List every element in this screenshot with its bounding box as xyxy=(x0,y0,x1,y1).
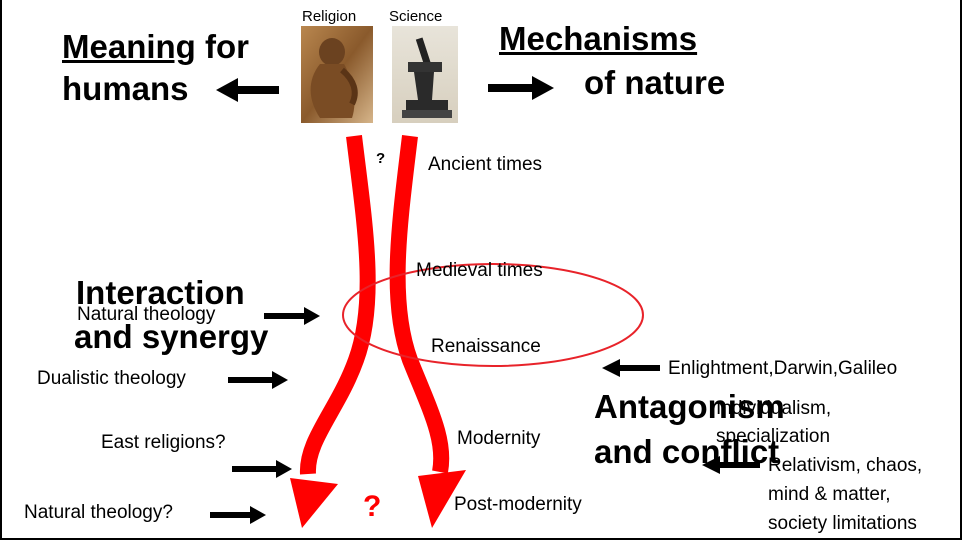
arrow-natural-theology xyxy=(264,307,320,325)
arrow-natural-theology-q xyxy=(210,506,266,524)
arrow-east-religions xyxy=(232,460,292,478)
label-natural-theology-question: Natural theology? xyxy=(24,502,173,523)
religion-curve xyxy=(290,135,376,528)
label-post-modernity: Post-modernity xyxy=(454,494,582,515)
antagonism-title-line1: Antagonism xyxy=(594,388,785,425)
arrow-enlightment xyxy=(602,359,660,377)
interaction-ellipse xyxy=(342,263,644,367)
religion-curve-arrowhead xyxy=(290,478,338,528)
label-individualism-2: specialization xyxy=(716,426,831,447)
arrow-dualistic-theology xyxy=(228,371,288,389)
antagonism-title-line2: and conflict xyxy=(594,433,780,470)
arrow-relativism xyxy=(702,456,760,474)
meaning-title-line1: Meaning for xyxy=(62,28,249,66)
label-individualism-1: Individualism, xyxy=(716,398,832,419)
mechanisms-title-line1: Mechanisms xyxy=(499,20,698,57)
meaning-word: Meaning xyxy=(62,28,196,65)
right-arrow-mechanisms xyxy=(488,76,554,100)
label-ancient-times: Ancient times xyxy=(428,154,543,175)
interaction-title-line2: and synergy xyxy=(74,318,269,355)
mechanisms-title-line2: of nature xyxy=(584,64,726,101)
science-curve xyxy=(389,135,466,528)
label-enlightment: Enlightment,Darwin,Galileo xyxy=(668,358,898,379)
question-mark-small: ? xyxy=(376,150,386,167)
label-relativism-3: society limitations xyxy=(768,513,917,534)
science-curve-arrowhead xyxy=(418,470,466,528)
science-label: Science xyxy=(389,8,443,25)
label-medieval-times: Medieval times xyxy=(416,260,543,281)
label-renaissance: Renaissance xyxy=(431,336,541,357)
religion-label: Religion xyxy=(302,8,357,25)
label-relativism-2: mind & matter, xyxy=(768,484,891,505)
meaning-for-word: for xyxy=(195,28,250,65)
religion-image xyxy=(301,26,373,123)
interaction-title-line1: Interaction xyxy=(76,274,245,311)
label-east-religions: East religions? xyxy=(101,432,226,453)
left-arrow-meaning xyxy=(216,78,279,102)
science-image xyxy=(392,26,458,123)
meaning-title-line2: humans xyxy=(62,70,189,107)
question-mark-big: ? xyxy=(363,490,382,523)
label-relativism-1: Relativism, chaos, xyxy=(768,455,923,476)
label-dualistic-theology: Dualistic theology xyxy=(37,368,186,389)
label-natural-theology: Natural theology xyxy=(77,304,216,325)
label-modernity: Modernity xyxy=(457,428,541,449)
